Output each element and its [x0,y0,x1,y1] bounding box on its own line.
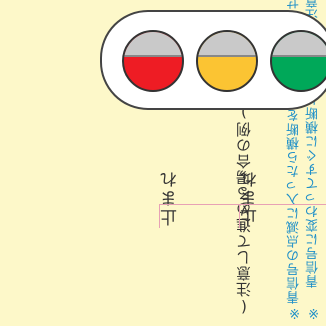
leader-line-horizontal [160,204,326,205]
label-caution-example: (注意して進める場合の例) [235,102,253,316]
red-lamp [122,30,184,92]
green-lamp-hood [270,30,326,57]
green-lamp [270,30,326,92]
leader-line-stop [159,204,160,228]
yellow-lamp [196,30,258,92]
label-stop: 止まれ [161,169,181,226]
leader-line-go [239,204,240,228]
